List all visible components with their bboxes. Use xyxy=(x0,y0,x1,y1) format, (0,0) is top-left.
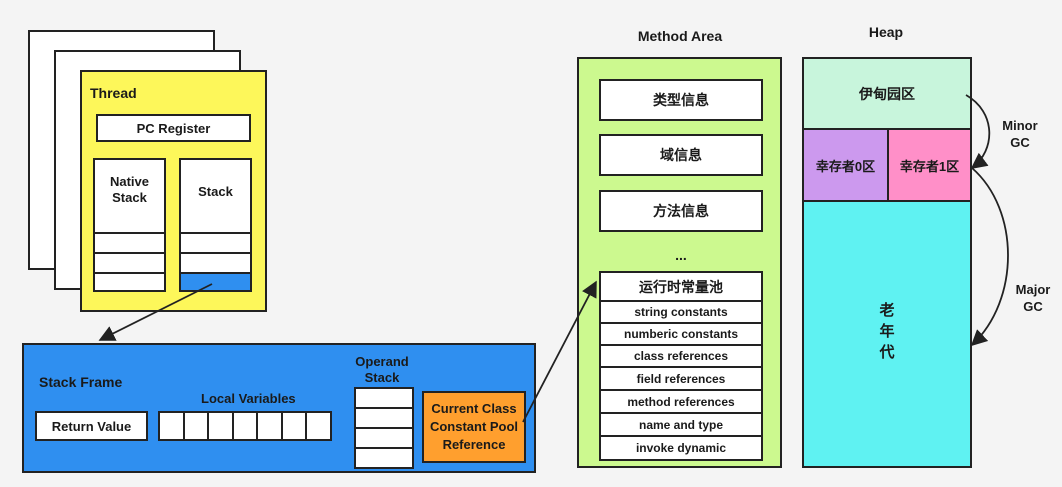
stack-slot xyxy=(181,252,250,272)
return-value-box: Return Value xyxy=(35,411,148,441)
ellipsis-label: ... xyxy=(675,247,687,263)
local-variable-slot xyxy=(234,413,259,439)
thread-title: Thread xyxy=(90,85,137,101)
stack-slot xyxy=(181,232,250,252)
operand-stack-label: Operand Stack xyxy=(355,354,409,385)
heap-title: Heap xyxy=(868,24,904,40)
local-variable-slot xyxy=(209,413,234,439)
stack-box: Stack xyxy=(179,158,252,292)
operand-stack-slot xyxy=(356,427,412,447)
local-variable-slot xyxy=(258,413,283,439)
local-variable-slot xyxy=(160,413,185,439)
runtime-constant-pool-box: 运行时常量池 string constants numberic constan… xyxy=(599,271,763,461)
stack-label: Stack xyxy=(198,184,233,199)
old-generation-space: 老 年 代 xyxy=(804,202,970,466)
old-gen-char: 年 xyxy=(879,323,895,340)
method-area-title: Method Area xyxy=(637,28,723,44)
survivor-0-space: 幸存者0区 xyxy=(804,130,889,202)
native-stack-slot xyxy=(95,252,164,272)
major-gc-label: Major GC xyxy=(1015,282,1051,314)
stack-frame-box: Stack Frame Return Value Local Variables… xyxy=(22,343,536,473)
heap-box: 伊甸园区 幸存者0区 幸存者1区 老 年 代 xyxy=(802,57,972,468)
local-variables-label: Local Variables xyxy=(201,391,296,406)
operand-stack-slot xyxy=(356,407,412,427)
operand-stack-box xyxy=(354,387,414,469)
thread-box: Thread PC Register Native Stack Stack xyxy=(80,70,267,312)
field-info-box: 域信息 xyxy=(599,134,763,176)
survivor-1-space: 幸存者1区 xyxy=(889,130,970,202)
pool-item-field-references: field references xyxy=(601,368,761,391)
pool-item-method-references: method references xyxy=(601,391,761,414)
major-gc-arrow xyxy=(970,167,1009,347)
minor-gc-arrow xyxy=(965,94,991,169)
pool-item-class-references: class references xyxy=(601,346,761,368)
method-info-box: 方法信息 xyxy=(599,190,763,232)
stack-to-frame-arrow xyxy=(98,283,213,341)
native-stack-label: Native Stack xyxy=(109,174,150,205)
constant-pool-reference-box: Current Class Constant Pool Reference xyxy=(422,391,526,463)
pc-register-box: PC Register xyxy=(96,114,251,142)
native-stack-slot xyxy=(95,232,164,252)
pool-item-invoke-dynamic: invoke dynamic xyxy=(635,441,727,455)
stack-current-frame-slot xyxy=(181,272,250,290)
native-stack-box: Native Stack xyxy=(93,158,166,292)
old-gen-char: 老 xyxy=(879,302,895,319)
method-area-box: 类型信息 域信息 方法信息 ... 运行时常量池 string constant… xyxy=(577,57,782,468)
local-variable-slot xyxy=(185,413,210,439)
stack-frame-title: Stack Frame xyxy=(39,374,123,390)
minor-gc-label: Minor GC xyxy=(1002,118,1038,150)
pool-item-numberic-constants: numberic constants xyxy=(601,324,761,346)
local-variables-array xyxy=(158,411,332,441)
local-variable-slot xyxy=(283,413,308,439)
ref-to-pool-arrow xyxy=(522,280,597,423)
type-info-box: 类型信息 xyxy=(599,79,763,121)
pool-item-string-constants: string constants xyxy=(601,302,761,324)
runtime-constant-pool-title: 运行时常量池 xyxy=(601,273,761,302)
eden-space: 伊甸园区 xyxy=(804,59,970,130)
operand-stack-slot xyxy=(356,447,412,467)
pool-item-name-and-type: name and type xyxy=(601,414,761,437)
old-gen-char: 代 xyxy=(879,344,895,361)
native-stack-slot xyxy=(95,272,164,290)
